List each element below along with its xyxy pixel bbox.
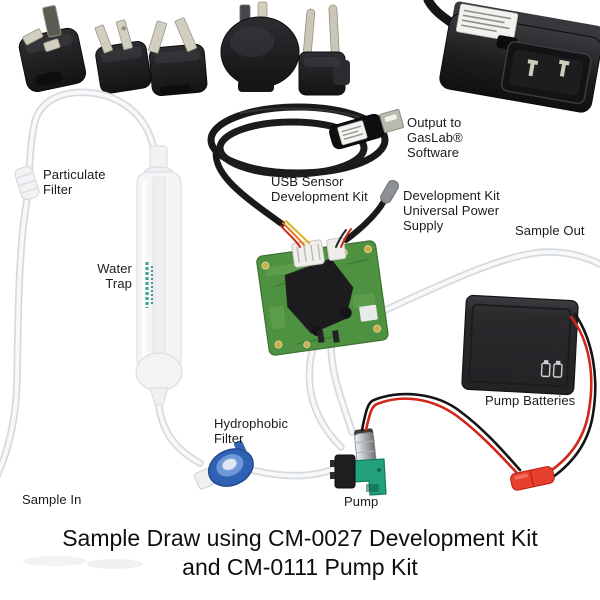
floor-shadows — [23, 556, 143, 569]
sample-out-tube — [364, 248, 600, 322]
trap-to-filter-tube — [154, 396, 204, 467]
power-cable-icon — [343, 179, 399, 243]
pump-icon — [330, 428, 387, 496]
label-usb-sensor-kit: USB Sensor Development Kit — [271, 174, 368, 205]
label-pump-batteries: Pump Batteries — [485, 393, 576, 408]
label-hydrophobic-filter: Hydrophobic Filter — [214, 416, 289, 447]
usb-connector-icon — [329, 108, 405, 150]
uk-plug-adapter-icon — [18, 5, 87, 93]
battery-box-icon — [461, 294, 579, 396]
label-particulate-filter: Particulate Filter — [43, 167, 106, 198]
us-plug-adapter-icon — [94, 19, 152, 94]
red-wire-connector-icon — [510, 466, 555, 491]
label-sample-out: Sample Out — [515, 223, 585, 238]
label-sample-in: Sample In — [22, 492, 82, 507]
water-trap-icon — [135, 145, 183, 406]
pcb-to-pump-tubes — [305, 334, 356, 451]
usb-cable-icon — [207, 103, 389, 228]
label-pump: Pump — [344, 494, 379, 509]
particulate-filter-icon — [14, 166, 40, 200]
label-gaslab-output: Output to GasLab® Software — [407, 115, 463, 161]
battery-symbol-icon — [540, 360, 563, 378]
sample-in-tube — [0, 88, 160, 479]
sensor-pcb-icon — [256, 237, 389, 356]
au-plug-adapter-icon — [148, 17, 208, 96]
universal-power-supply-icon — [439, 1, 600, 113]
hydrophobic-filter-icon — [193, 440, 254, 490]
label-universal-power-supply: Development Kit Universal Power Supply — [403, 188, 500, 234]
label-water-trap: Water Trap — [97, 261, 132, 292]
eu-round-plug-adapter-icon — [220, 1, 300, 92]
water-trap-print — [145, 262, 153, 308]
pcb-jumper-wires — [280, 220, 352, 248]
pump-wires — [360, 312, 597, 479]
image-title: Sample Draw using CM-0027 Development Ki… — [62, 525, 538, 580]
eu-two-pin-plug-adapter-icon — [298, 4, 350, 96]
